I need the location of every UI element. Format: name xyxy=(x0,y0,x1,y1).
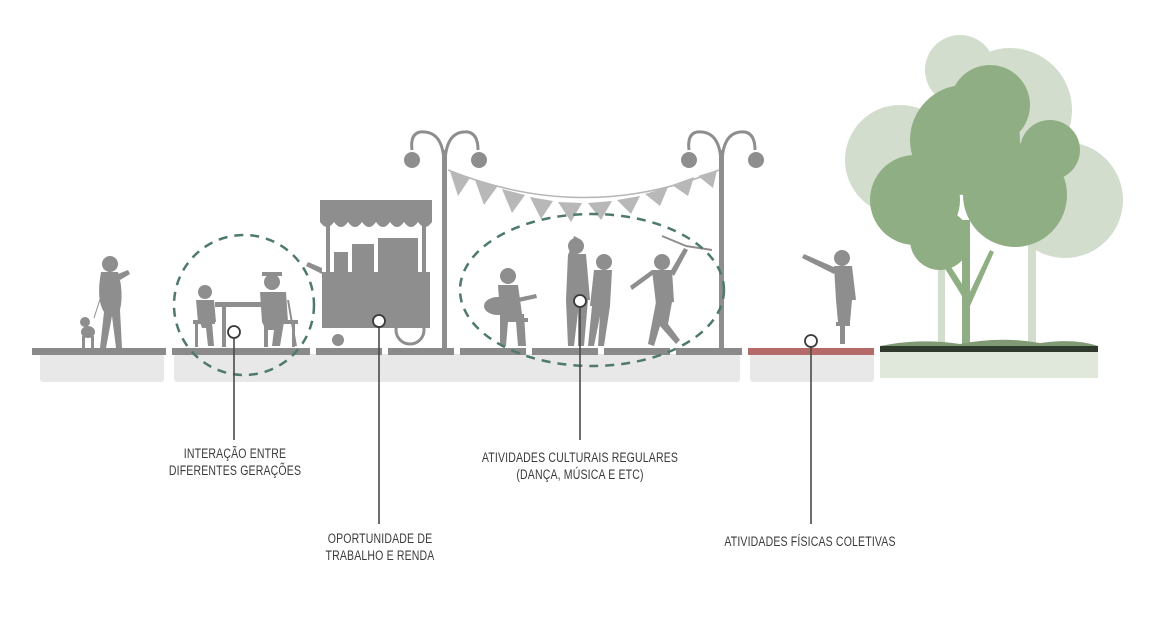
tree-front xyxy=(870,65,1080,346)
pavement-slab xyxy=(604,348,670,355)
pavement-slab xyxy=(172,348,310,355)
label-work-line2: TRABALHO E RENDA xyxy=(325,548,435,563)
marker-sports xyxy=(804,334,818,348)
grass-tuft xyxy=(880,339,1098,346)
label-generations-line2: DIFERENTES GERAÇÕES xyxy=(168,463,302,478)
pavement xyxy=(32,348,742,355)
curb-segment xyxy=(40,354,164,382)
label-culture-line1: ATIVIDADES CULTURAIS REGULARES xyxy=(481,450,679,465)
marker-work xyxy=(372,314,386,328)
street-lamp-left xyxy=(404,130,487,348)
label-sports: ATIVIDADES FÍSICAS COLETIVAS xyxy=(716,533,903,550)
curb-segment xyxy=(750,354,874,382)
label-work-line1: OPORTUNIDADE DE xyxy=(327,531,433,546)
pavement-slab xyxy=(316,348,382,355)
dancing-couple xyxy=(566,236,612,346)
food-cart xyxy=(306,200,432,346)
label-culture-line2: (DANÇA, MÚSICA E ETC) xyxy=(516,467,644,482)
planter-edge xyxy=(880,346,1098,352)
label-work: OPORTUNIDADE DE TRABALHO E RENDA xyxy=(302,530,458,564)
guitar-player xyxy=(484,268,537,346)
marker-culture xyxy=(573,294,587,308)
woman-walking-dog xyxy=(80,256,130,348)
label-sports-line1: ATIVIDADES FÍSICAS COLETIVAS xyxy=(724,534,896,549)
label-generations-line1: INTERAÇÃO ENTRE xyxy=(183,446,287,461)
pavement-slab xyxy=(532,348,598,355)
dancer-with-cane xyxy=(630,235,713,346)
street-lamp-right xyxy=(681,130,764,348)
marker-generations xyxy=(227,325,241,339)
pavement-slab xyxy=(32,348,166,355)
planter-base xyxy=(880,350,1098,378)
pavement-slab xyxy=(460,348,526,355)
label-culture: ATIVIDADES CULTURAIS REGULARES (DANÇA, M… xyxy=(479,449,682,483)
pavement-slab xyxy=(676,348,742,355)
cyclist xyxy=(802,250,856,344)
curb-blocks xyxy=(40,354,874,382)
intergenerational-table xyxy=(193,272,298,347)
dashed-circle-generations xyxy=(172,233,316,377)
bunting-flags xyxy=(447,169,720,222)
leader-lines xyxy=(233,306,812,524)
dashed-circle-culture xyxy=(458,212,726,368)
curb-segment xyxy=(174,354,740,382)
marker-circles xyxy=(227,294,818,348)
tree-group xyxy=(845,35,1123,346)
pavement-slab xyxy=(388,348,454,355)
label-generations: INTERAÇÃO ENTRE DIFERENTES GERAÇÕES xyxy=(157,445,313,479)
